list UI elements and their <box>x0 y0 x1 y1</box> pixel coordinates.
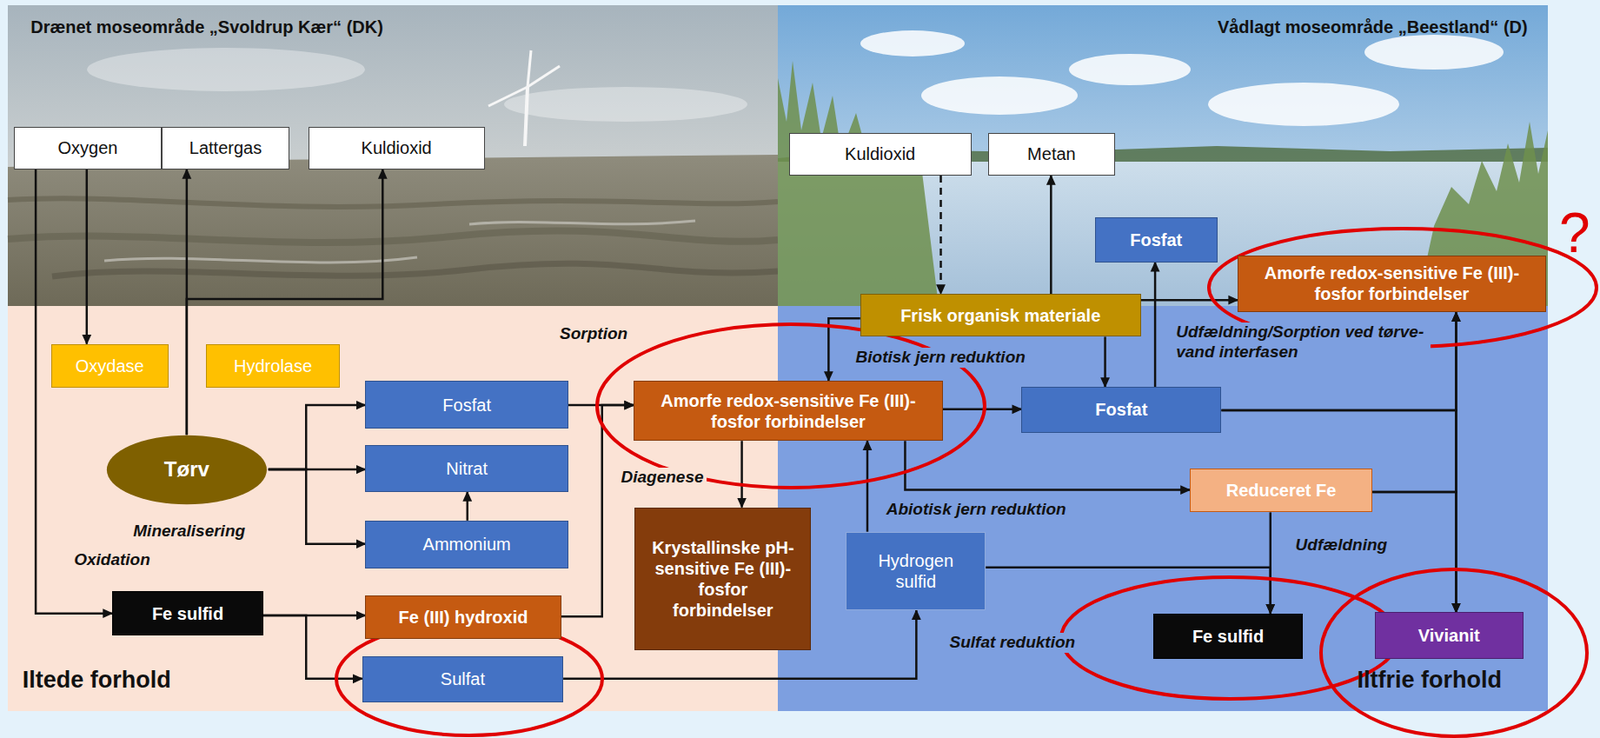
node-text: Tørv <box>164 457 210 483</box>
phosphate-box: Fosfat <box>365 380 569 429</box>
node-text: Vivianit <box>1418 624 1481 646</box>
peat-ellipse: Tørv <box>105 434 269 505</box>
process-label: Biotisk jern reduktion <box>853 347 1029 368</box>
highlight-ring <box>336 622 603 736</box>
iron-sulfide-box: Fe sulfid <box>1153 613 1304 660</box>
iron-phosphate-box: Amorfe redox-sensitive Fe (III)-fosfor f… <box>633 380 943 441</box>
node-text: Oxygen <box>58 137 119 159</box>
node-text: Kuldioxid <box>844 143 916 165</box>
phosphate-box: Fosfat <box>1095 217 1218 263</box>
gas-box: Kuldioxid <box>308 126 485 170</box>
iron-phosphate-box: Amorfe redox-sensitive Fe (III)-fosfor f… <box>1237 255 1547 313</box>
node-text: Fe sulfid <box>152 603 224 625</box>
node-text: Hydrogen sulfid <box>858 550 973 592</box>
highlight-ring <box>1321 569 1587 737</box>
connector-arrow <box>86 169 89 345</box>
process-label: Mineralisering <box>130 521 248 542</box>
hydrogen-sulfide-box: Hydrogen sulfid <box>845 531 986 611</box>
organic-matter-box: Frisk organisk materiale <box>860 293 1142 337</box>
enzyme-box: Oxydase <box>51 344 169 388</box>
connector-arrow <box>939 175 943 294</box>
process-label: Udfældning/Sorption ved tørve-vand inter… <box>1173 322 1431 363</box>
gas-box: Kuldioxid <box>789 132 972 176</box>
node-text: Metan <box>1027 143 1076 165</box>
node-text: Fosfat <box>1129 229 1182 251</box>
connector-arrow <box>1049 175 1053 294</box>
nitrate-box: Nitrat <box>365 444 569 492</box>
drained-bog-photo <box>7 5 778 306</box>
connector-arrow <box>1103 336 1107 387</box>
sulfate-box: Sulfat <box>362 656 564 703</box>
region-heading: Vådlagt moseområde „Beestland“ (D) <box>1217 16 1528 38</box>
node-text: Fe (III) hydroxid <box>398 606 529 628</box>
node-text: Frisk organisk materiale <box>900 305 1101 326</box>
process-label: Abiotisk jern reduktion <box>883 499 1069 520</box>
node-text: Reduceret Fe <box>1226 479 1337 501</box>
node-text: Fe sulfid <box>1192 625 1264 647</box>
node-text: Amorfe redox-sensitive Fe (III)-fosfor f… <box>641 390 936 432</box>
node-text: Hydrolase <box>233 355 313 377</box>
node-text: Fosfat <box>1095 398 1148 420</box>
reduced-iron-box: Reduceret Fe <box>1189 468 1373 512</box>
node-text: Lattergas <box>189 137 262 159</box>
connector-arrow <box>1269 511 1273 613</box>
connector-arrow <box>268 404 366 470</box>
node-text: Kuldioxid <box>361 137 432 159</box>
node-text: Ammonium <box>423 533 512 555</box>
process-label: Sulfat reduktion <box>947 632 1079 653</box>
highlight-ring <box>1061 577 1399 699</box>
gas-box: Oxygen <box>13 126 161 170</box>
connector-arrow <box>268 469 366 545</box>
connector-arrow <box>35 169 113 614</box>
iron-hydroxide-box: Fe (III) hydroxid <box>365 595 561 639</box>
iron-sulfide-box: Fe sulfid <box>112 590 264 637</box>
vivianite-box: Vivianit <box>1374 611 1524 659</box>
connector-arrow <box>561 404 634 617</box>
connector-arrow <box>866 440 870 532</box>
connector-arrow <box>1141 298 1239 302</box>
node-text: Sulfat <box>440 668 485 690</box>
process-label: Diagenese <box>618 467 707 488</box>
crystalline-phosphate-box: Krystallinske pH-sensitive Fe (III)-fosf… <box>634 507 811 651</box>
connector-arrow <box>904 440 1190 490</box>
enzyme-box: Hydrolase <box>205 344 340 388</box>
node-text: Nitrat <box>445 458 488 479</box>
node-text: Amorfe redox-sensitive Fe (III)-fosfor f… <box>1245 262 1539 305</box>
process-label: Sorption <box>557 324 631 345</box>
region-heading: Drænet moseområde „Svoldrup Kær“ (DK) <box>30 16 384 38</box>
zone-label: Iltede forhold <box>22 665 172 694</box>
gas-box: Metan <box>988 132 1116 176</box>
node-text: Oxydase <box>75 355 145 377</box>
node-text: Krystallinske pH-sensitive Fe (III)-fosf… <box>645 537 800 621</box>
ammonium-box: Ammonium <box>365 520 569 569</box>
phosphate-box: Fosfat <box>1021 386 1222 433</box>
process-label: Udfældning <box>1293 535 1391 556</box>
zone-label: Iltfrie forhold <box>1357 665 1502 694</box>
node-text: Fosfat <box>442 394 492 416</box>
peat-ellipse-fill <box>106 435 267 505</box>
connector-arrow <box>942 408 1022 412</box>
connector-arrow <box>1154 262 1157 387</box>
connector-arrow <box>465 491 469 521</box>
connector-arrow <box>740 440 744 507</box>
gas-box: Lattergas <box>161 126 291 170</box>
anoxic-zone <box>777 305 1548 711</box>
process-label: Oxidation <box>71 550 153 571</box>
connector-arrow <box>186 169 383 435</box>
question-mark: ? <box>1559 199 1591 267</box>
connector-arrow <box>263 615 363 679</box>
